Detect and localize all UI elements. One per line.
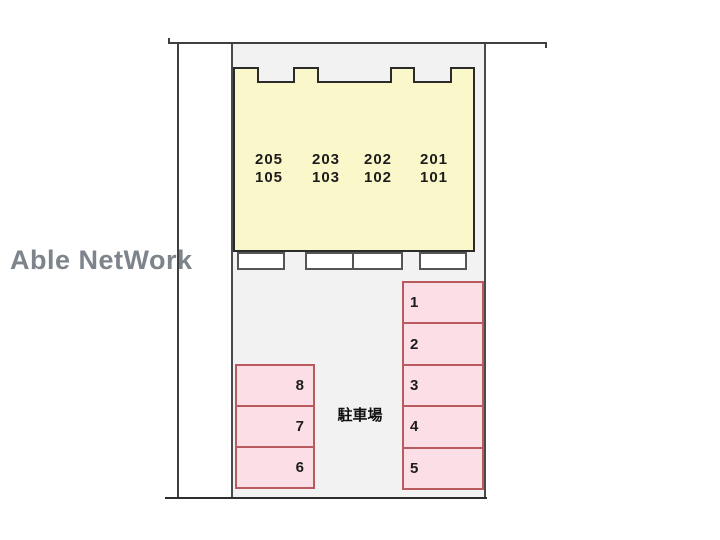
unit-number-lower: 103 <box>311 169 341 186</box>
boundary-tick-right <box>545 42 547 48</box>
parking-column-left: 8 7 6 <box>235 364 315 489</box>
unit-number-group: 203 103 <box>294 151 358 187</box>
entrance-porch <box>419 252 467 270</box>
bottom-boundary-line <box>165 497 487 499</box>
top-boundary-line <box>168 42 547 44</box>
watermark-logo: Able NetWork <box>10 245 193 275</box>
parking-spot: 2 <box>402 322 484 366</box>
parking-spot: 4 <box>402 405 484 449</box>
parking-spot: 3 <box>402 363 484 408</box>
entrance-porch <box>237 252 285 270</box>
unit-number-lower: 105 <box>254 169 284 186</box>
parking-spot: 8 <box>235 364 315 407</box>
building-footprint <box>233 67 475 252</box>
parking-spot: 7 <box>235 405 315 448</box>
unit-number-upper: 201 <box>419 151 449 168</box>
parking-lot-label: 駐車場 <box>337 407 383 424</box>
parking-spot: 5 <box>402 446 484 491</box>
parking-column-right: 1 2 3 4 5 <box>402 281 484 491</box>
unit-number-upper: 203 <box>311 151 341 168</box>
boundary-tick-left <box>168 38 170 44</box>
unit-number-lower: 102 <box>363 169 393 186</box>
parking-spot: 6 <box>235 446 315 489</box>
entrance-porch <box>305 252 354 270</box>
unit-number-lower: 101 <box>419 169 449 186</box>
entrance-porch <box>352 252 403 270</box>
unit-number-upper: 202 <box>363 151 393 168</box>
unit-number-upper: 205 <box>254 151 284 168</box>
parking-spot: 1 <box>402 281 484 325</box>
unit-number-group: 201 101 <box>402 151 466 187</box>
unit-number-group: 202 102 <box>346 151 410 187</box>
unit-number-group: 205 105 <box>237 151 301 187</box>
left-boundary-line <box>177 42 179 499</box>
